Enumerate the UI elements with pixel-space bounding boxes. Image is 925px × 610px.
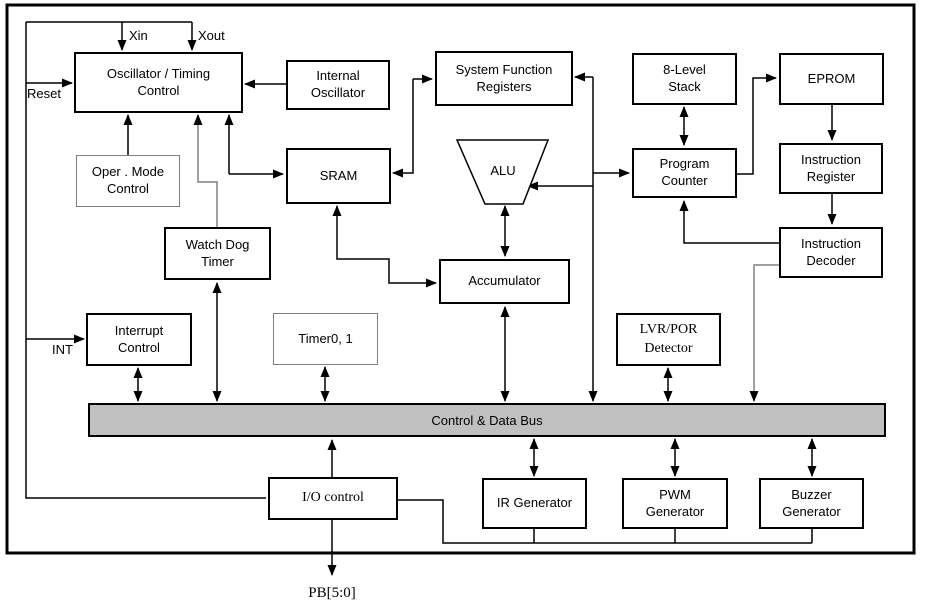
block-oper-mode-control: Oper . Mode Control [76,155,180,207]
block-timer0-1: Timer0, 1 [273,313,378,365]
block-internal-oscillator: Internal Oscillator [286,60,390,110]
pin-label-xin: Xin [129,28,148,43]
block-ir-generator: IR Generator [482,478,587,529]
control-data-bus: Control & Data Bus [88,403,886,437]
pin-label-int: INT [52,342,73,357]
block-system-function-registers: System Function Registers [435,51,573,106]
connector-left-rail [25,22,266,499]
diagram-border [5,3,916,555]
pin-label-pb: PB[5:0] [308,585,356,601]
block-instruction-register: Instruction Register [779,143,883,194]
control-data-bus-label: Control & Data Bus [431,412,543,428]
connector-sfr-sram-b [392,79,414,178]
block-eprom: EPROM [779,53,884,105]
pin-label-xout: Xout [198,28,225,43]
block-instruction-decoder: Instruction Decoder [779,227,883,278]
connector-pc-eprom [737,73,777,175]
connector-sram-acc-right [336,230,437,288]
pin-label-reset: Reset [27,86,61,101]
block-sram: SRAM [286,148,391,204]
block-buzzer-generator: Buzzer Generator [759,478,864,529]
block-alu-label: ALU [490,163,516,178]
block-watch-dog-timer: Watch Dog Timer [164,227,271,280]
block-interrupt-control: Interrupt Control [86,313,192,366]
block-program-counter: Program Counter [632,148,737,198]
connector-idec-pc [679,200,779,244]
block-oscillator-timing-control: Oscillator / Timing Control [74,52,243,113]
connector-io-generators [398,499,812,544]
block-io-control: I/O control [268,477,398,520]
connector-idec-bus [749,264,779,402]
block-alu-shape [455,139,550,205]
connector-wdt-osc [193,114,218,227]
block-lvr-por-detector: LVR/POR Detector [616,313,721,366]
block-accumulator: Accumulator [439,259,570,304]
block-pwm-generator: PWM Generator [622,478,728,529]
block-8-level-stack: 8-Level Stack [632,53,737,105]
connectors [25,21,837,576]
gray-connectors [193,114,779,402]
